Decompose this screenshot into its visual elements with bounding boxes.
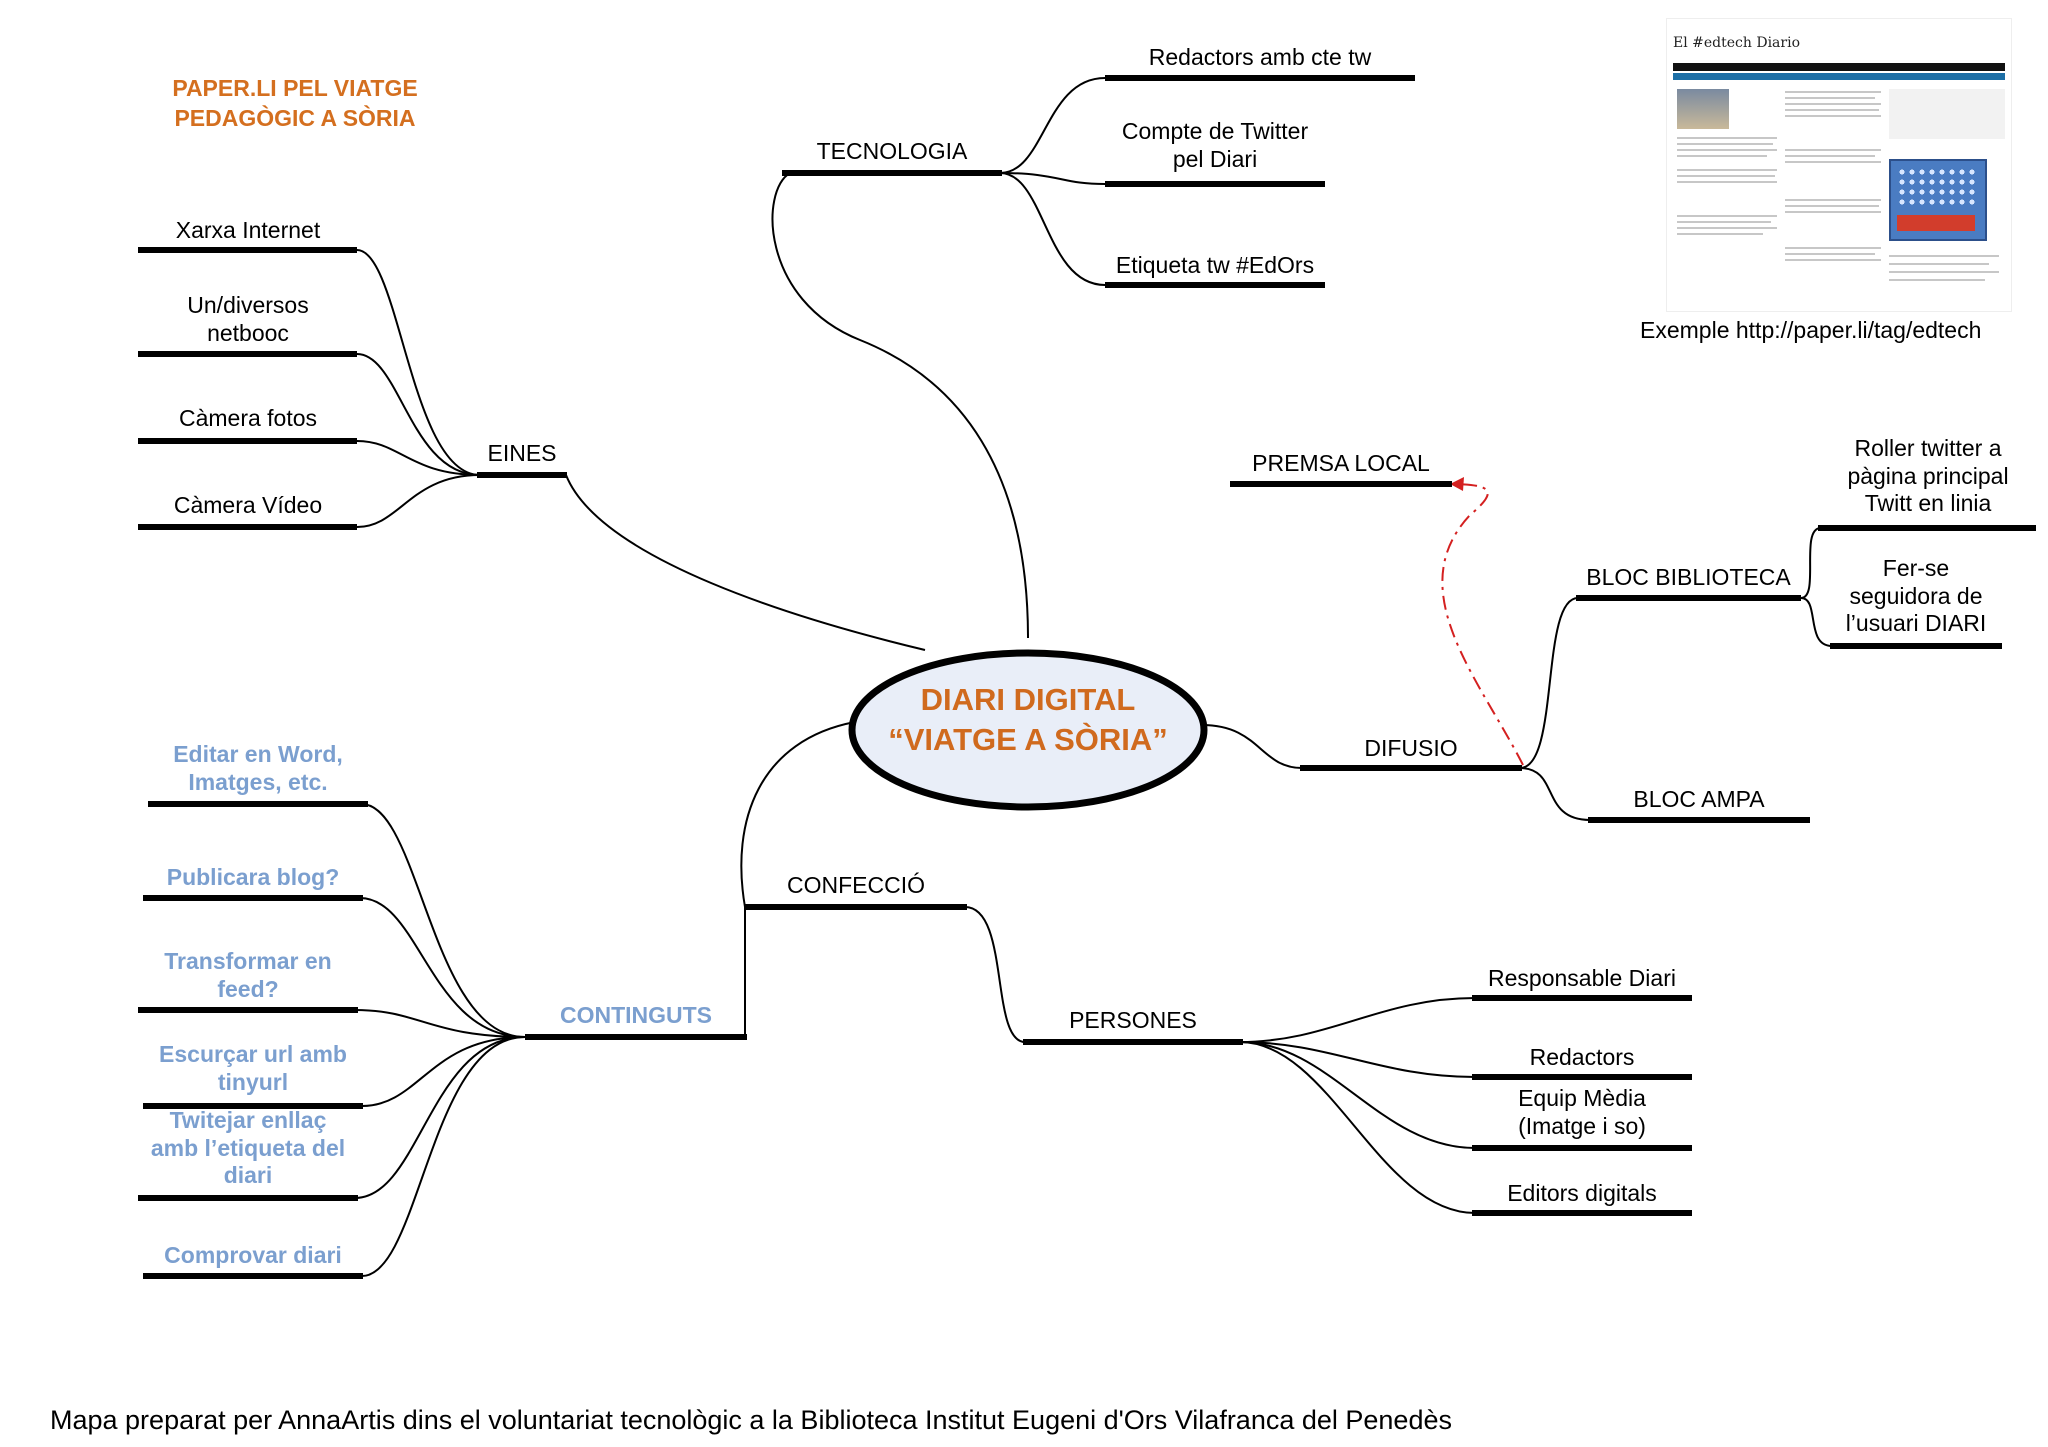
bar-confeccio bbox=[745, 904, 967, 910]
bar-tec-3 bbox=[1105, 282, 1325, 288]
connector-cont-1 bbox=[360, 804, 525, 1037]
footer-caption: Mapa preparat per AnnaArtis dins el volu… bbox=[50, 1405, 1452, 1436]
bar-tec-2 bbox=[1105, 181, 1325, 187]
connector-pers-3 bbox=[1240, 1042, 1475, 1148]
continguts-item: Comprovar diari bbox=[123, 1242, 383, 1270]
central-topic-line-1: DIARI DIGITAL bbox=[848, 680, 1208, 720]
premsa-arrow bbox=[1442, 484, 1523, 765]
bar-persones bbox=[1023, 1039, 1243, 1045]
branch-tecnologia: TECNOLOGIA bbox=[782, 138, 1002, 166]
connector-persones bbox=[965, 907, 1025, 1042]
connector-tecnologia bbox=[773, 173, 1028, 638]
tecnologia-item: Redactors amb cte tw bbox=[1105, 44, 1415, 72]
persones-item: Responsable Diari bbox=[1462, 965, 1702, 993]
bar-difusio bbox=[1300, 765, 1522, 771]
central-topic: DIARI DIGITAL “VIATGE A SÒRIA” bbox=[848, 680, 1208, 759]
bar-eines-2 bbox=[138, 351, 357, 357]
bar-bloc-biblioteca bbox=[1576, 595, 1801, 601]
eines-item: Un/diversos netbooc bbox=[118, 292, 378, 347]
branch-eines: EINES bbox=[470, 440, 574, 468]
bar-pers-2 bbox=[1472, 1074, 1692, 1080]
bar-cont-1 bbox=[148, 801, 368, 807]
bar-tec-1 bbox=[1105, 75, 1415, 81]
thumb-nav-bar bbox=[1673, 73, 2005, 80]
eines-item: Càmera fotos bbox=[118, 405, 378, 433]
biblioteca-item: Fer-se seguidora de l’usuari DIARI bbox=[1800, 555, 2032, 638]
paperli-example-thumbnail: El #edtech Diario bbox=[1666, 18, 2012, 312]
branch-bloc-ampa: BLOC AMPA bbox=[1588, 786, 1810, 814]
bar-eines-1 bbox=[138, 247, 357, 253]
continguts-item: Transformar en feed? bbox=[118, 948, 378, 1003]
branch-premsa-local: PREMSA LOCAL bbox=[1230, 450, 1452, 478]
bar-cont-5 bbox=[138, 1195, 358, 1201]
connector-pers-1 bbox=[1240, 998, 1475, 1042]
bar-cont-3 bbox=[138, 1007, 358, 1013]
arrow-head bbox=[1450, 477, 1464, 491]
bar-eines-3 bbox=[138, 438, 357, 444]
bar-tecnologia bbox=[782, 170, 1002, 176]
continguts-item: Escurçar url amb tinyurl bbox=[123, 1041, 383, 1096]
connector-difusio bbox=[1202, 725, 1302, 768]
bar-pers-3 bbox=[1472, 1145, 1692, 1151]
example-caption: Exemple http://paper.li/tag/edtech bbox=[1640, 317, 1981, 344]
connector-cont-2 bbox=[360, 898, 525, 1037]
bar-eines bbox=[477, 472, 567, 478]
tecnologia-item: Etiqueta tw #EdOrs bbox=[1085, 252, 1345, 280]
map-header: PAPER.LI PEL VIATGE PEDAGÒGIC A SÒRIA bbox=[140, 74, 450, 134]
persones-item: Editors digitals bbox=[1462, 1180, 1702, 1208]
branch-difusio: DIFUSIO bbox=[1300, 735, 1522, 763]
bar-cont-6 bbox=[143, 1273, 363, 1279]
bar-cont-2 bbox=[143, 895, 363, 901]
thumb-article-image bbox=[1677, 89, 1729, 129]
bar-bib-2 bbox=[1830, 643, 2002, 649]
bar-continguts bbox=[525, 1034, 747, 1040]
eines-item: Càmera Vídeo bbox=[118, 492, 378, 520]
eines-item: Xarxa Internet bbox=[118, 217, 378, 245]
bar-eines-4 bbox=[138, 524, 357, 530]
connector-cont-4 bbox=[362, 1037, 525, 1106]
continguts-item: Twitejar enllaç amb l’etiqueta del diari bbox=[118, 1107, 378, 1190]
persones-item: Redactors bbox=[1462, 1044, 1702, 1072]
connector-bloc-biblioteca bbox=[1520, 598, 1578, 768]
bar-bib-1 bbox=[1818, 525, 2036, 531]
branch-confeccio: CONFECCIÓ bbox=[745, 872, 967, 900]
biblioteca-item: Roller twitter a pàgina principal Twitt … bbox=[1800, 435, 2048, 518]
thumb-header-bar bbox=[1673, 63, 2005, 71]
connector-pers-4 bbox=[1240, 1042, 1475, 1213]
continguts-item: Editar en Word, Imatges, etc. bbox=[128, 741, 388, 796]
thumb-title: El #edtech Diario bbox=[1673, 35, 1800, 51]
branch-continguts: CONTINGUTS bbox=[525, 1002, 747, 1030]
thumb-stats-box bbox=[1889, 89, 2005, 139]
bar-bloc-ampa bbox=[1588, 817, 1810, 823]
header-line-2: PEDAGÒGIC A SÒRIA bbox=[140, 104, 450, 134]
branch-bloc-biblioteca: BLOC BIBLIOTECA bbox=[1570, 564, 1807, 592]
persones-item: Equip Mèdia (Imatge i so) bbox=[1462, 1085, 1702, 1140]
header-line-1: PAPER.LI PEL VIATGE bbox=[140, 74, 450, 104]
continguts-item: Publicara blog? bbox=[123, 864, 383, 892]
branch-persones: PERSONES bbox=[1023, 1007, 1243, 1035]
bar-premsa-local bbox=[1230, 481, 1452, 487]
bar-pers-4 bbox=[1472, 1210, 1692, 1216]
central-topic-line-2: “VIATGE A SÒRIA” bbox=[848, 720, 1208, 760]
connector-eines bbox=[566, 475, 925, 650]
tecnologia-item: Compte de Twitter pel Diari bbox=[1085, 118, 1345, 173]
connector-cont-6 bbox=[362, 1037, 525, 1276]
bar-pers-1 bbox=[1472, 995, 1692, 1001]
connector-bloc-ampa bbox=[1520, 768, 1590, 820]
